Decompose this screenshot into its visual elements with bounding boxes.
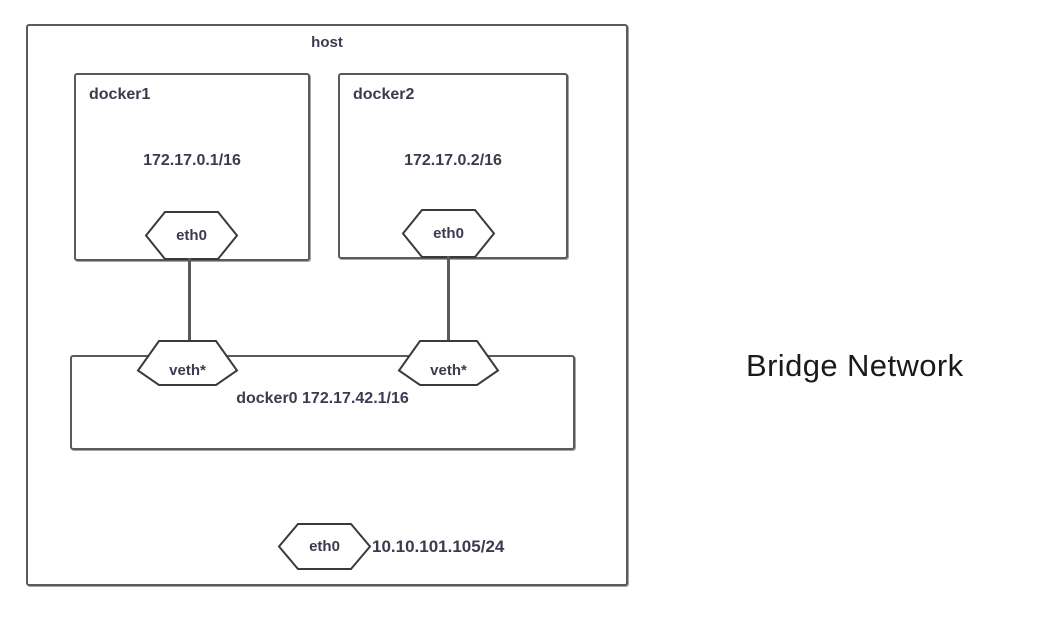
container-name-docker1: docker1 (89, 86, 151, 103)
host-label: host (311, 34, 343, 51)
interface-hexagon-veth-left: veth* (136, 340, 239, 386)
connector-docker2-to-docker0 (447, 256, 450, 357)
hexagon-shape-icon (401, 209, 496, 258)
container-name-docker2: docker2 (353, 86, 415, 103)
interface-label-host-eth0: eth0 (309, 538, 340, 555)
interface-hexagon-host-eth0: eth0 (277, 523, 372, 570)
container-ip-docker1: 172.17.0.1/16 (143, 152, 241, 169)
interface-hexagon-docker2-eth0: eth0 (401, 209, 496, 258)
host-ip-address: 10.10.101.105/24 (372, 537, 505, 556)
container-ip-docker2: 172.17.0.2/16 (404, 152, 502, 169)
hexagon-shape-icon (144, 211, 239, 260)
hexagon-shape-icon (136, 340, 239, 386)
interface-label-docker1-eth0: eth0 (176, 227, 207, 244)
interface-hexagon-veth-right: veth* (397, 340, 500, 386)
interface-hexagon-docker1-eth0: eth0 (144, 211, 239, 260)
interface-label-docker2-eth0: eth0 (433, 225, 464, 242)
connector-docker1-to-docker0 (188, 258, 191, 357)
bridge-label-docker0: docker0 172.17.42.1/16 (236, 390, 409, 407)
diagram-caption: Bridge Network (746, 348, 964, 383)
interface-label-veth-right: veth* (430, 362, 467, 379)
hexagon-shape-icon (277, 523, 372, 570)
hexagon-shape-icon (397, 340, 500, 386)
interface-label-veth-left: veth* (169, 362, 206, 379)
